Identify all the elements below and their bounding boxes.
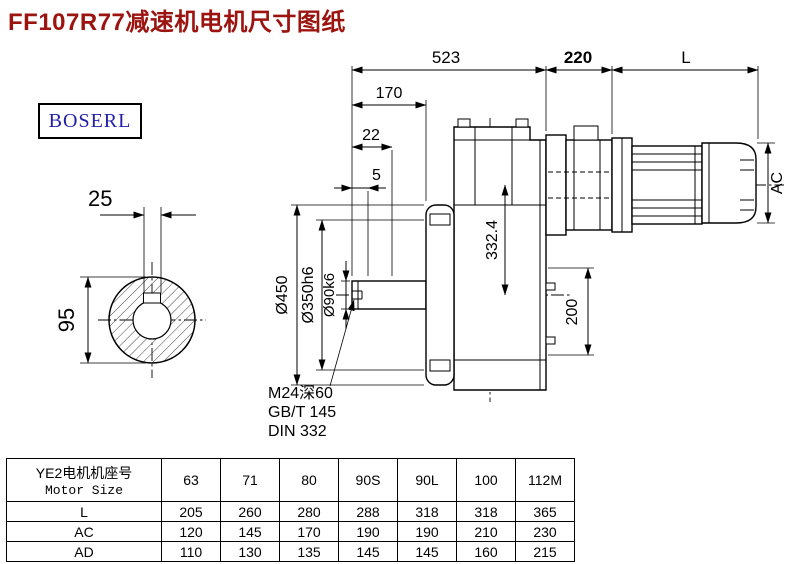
size-col-71: 71 [220,458,280,502]
keyway [143,292,161,304]
dim-332: 332.4 [484,220,501,260]
dim-350h6: Ø350h6 [300,266,317,323]
cell-AD-4: 145 [397,541,457,562]
shaft-bore [132,300,172,340]
table-header-row: YE2电机机座号 Motor Size 63 71 80 90S 90L 100… [6,458,575,502]
motor-adapter [545,125,630,236]
dim-170: 170 [376,85,403,102]
dim-22: 22 [362,127,380,144]
dim-200: 200 [564,299,581,326]
table-row-L: L 205 260 280 288 318 318 365 [6,501,575,522]
cell-AC-6: 230 [515,521,575,542]
cell-L-1: 260 [220,501,280,522]
dim-AC: AC [769,172,786,194]
cell-AC-0: 120 [161,521,221,542]
cell-AD-3: 145 [338,541,398,562]
header-cn: YE2电机机座号 [35,464,133,481]
dim-90k6: Ø90k6 [321,273,338,317]
fan-cover [701,142,757,224]
row-label-AD: AD [6,541,162,562]
note-tap-hole: M24深60 [268,384,333,402]
boserl-logo: BOSERL [38,103,142,139]
row-label-AC: AC [6,521,162,542]
shaft-end-view: 25 95 [54,186,206,378]
logo-text: BOSERL [48,109,132,132]
dim-523: 523 [432,48,460,67]
dim-25: 25 [88,186,112,211]
size-col-100: 100 [456,458,516,502]
cell-L-4: 318 [397,501,457,522]
gearbox-housing [453,118,556,391]
cell-AC-1: 145 [220,521,280,542]
output-shaft [351,280,427,310]
cell-AD-2: 135 [279,541,339,562]
cell-L-2: 280 [279,501,339,522]
dim-95: 95 [54,308,79,332]
motor [611,137,757,233]
cell-AC-5: 210 [456,521,516,542]
cell-AC-2: 170 [279,521,339,542]
cell-AC-3: 190 [338,521,398,542]
header-en: Motor Size [44,482,123,498]
size-col-90l: 90L [397,458,457,502]
output-flange [425,204,455,386]
cell-AD-6: 215 [515,541,575,562]
row-label-L: L [6,501,162,522]
size-col-80: 80 [279,458,339,502]
dimensions: 523 220 L 170 22 5 Ø450 Ø350h6 [268,48,786,440]
cell-AD-1: 130 [220,541,280,562]
cell-AD-5: 160 [456,541,516,562]
page-title: FF107R77减速机电机尺寸图纸 [8,9,346,36]
note-din-standard: DIN 332 [268,423,327,440]
cell-AD-0: 110 [161,541,221,562]
dim-5: 5 [372,167,381,184]
cell-L-0: 205 [161,501,221,522]
dim-L: L [681,48,690,67]
cell-L-6: 365 [515,501,575,522]
table-row-AC: AC 120 145 170 190 190 210 230 [6,521,575,542]
dim-220: 220 [564,48,592,67]
motor-dimension-table: YE2电机机座号 Motor Size 63 71 80 90S 90L 100… [6,458,575,562]
cell-AC-4: 190 [397,521,457,542]
size-col-63: 63 [161,458,221,502]
table-row-AD: AD 110 130 135 145 145 160 215 [6,541,575,562]
motor-size-header-cell: YE2电机机座号 Motor Size [6,458,162,502]
size-col-90s: 90S [338,458,398,502]
size-col-112m: 112M [515,458,575,502]
note-gb-standard: GB/T 145 [268,404,336,421]
cell-L-5: 318 [456,501,516,522]
motor-body [631,145,703,225]
reducer-side-view [336,118,784,402]
dim-450: Ø450 [274,275,291,314]
cell-L-3: 288 [338,501,398,522]
